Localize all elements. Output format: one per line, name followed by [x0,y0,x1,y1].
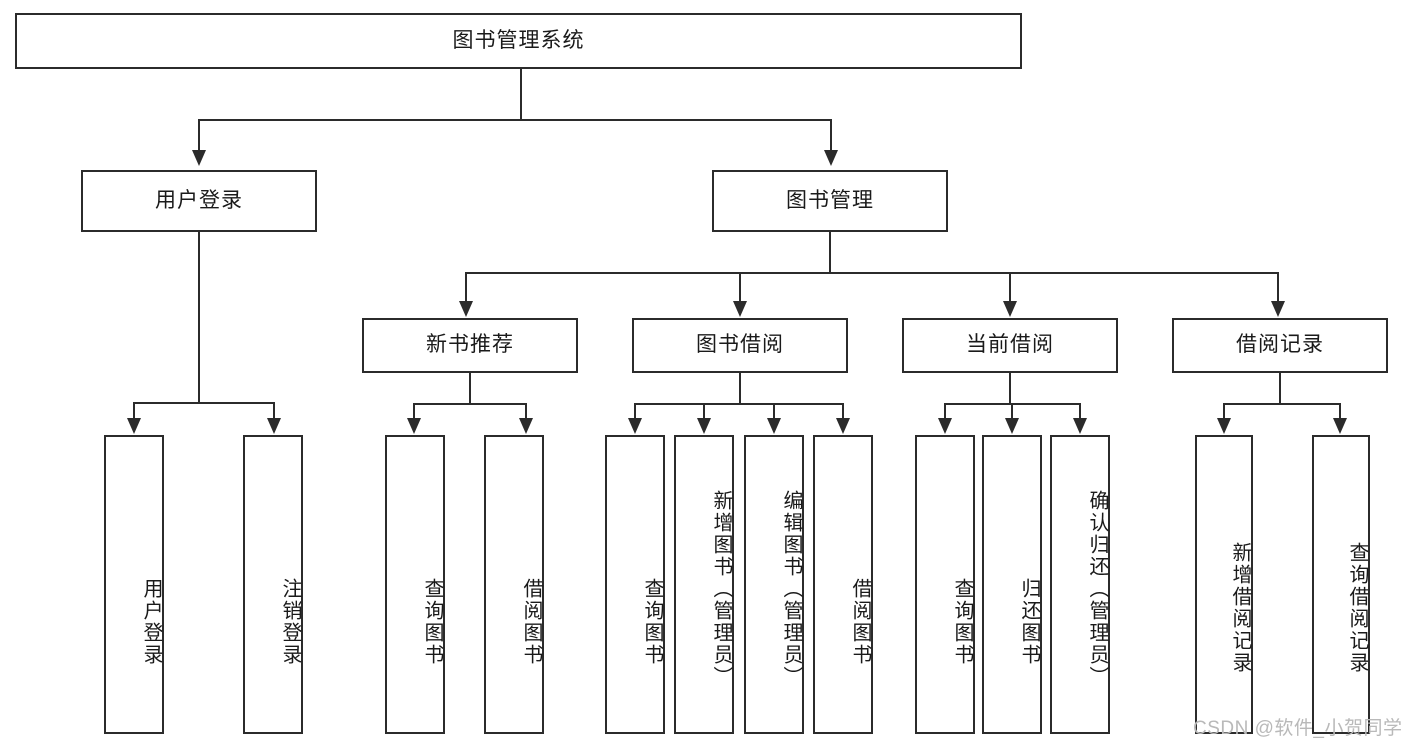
arrowhead-user-login-to-leaf-2 [267,418,281,434]
edge-bm-to-current-borrow [1009,272,1011,304]
edge-root-to-user-login [198,119,200,152]
edge-root-bus [198,119,832,121]
edge-new-book-bus [413,403,527,405]
edge-new-book-to-leaf-1 [413,403,415,420]
leaf-book-borrow-borrow-books[interactable]: 借阅图书 [813,435,873,734]
leaf-book-borrow-add-book-admin[interactable]: 新增图书（管理员） [674,435,734,734]
node-root-book-management-system[interactable]: 图书管理系统 [15,13,1022,69]
node-label: 借阅图书 [849,577,871,666]
leaf-user-login-login[interactable]: 用户登录 [104,435,164,734]
edge-current-borrow-to-leaf-3 [1079,403,1081,420]
edge-borrow-record-to-leaf-2 [1339,403,1341,420]
arrowhead-book-borrow-to-leaf-2 [697,418,711,434]
arrowhead-borrow-record-to-leaf-2 [1333,418,1347,434]
node-label: 注销登录 [279,577,301,666]
edge-borrow-record-stem [1279,373,1281,404]
edge-user-login-to-leaf-2 [273,402,275,420]
edge-book-management-stem [829,232,831,273]
edge-book-borrow-stem [739,373,741,404]
node-label: 图书借阅 [696,333,784,357]
node-label: 新增借阅记录 [1229,541,1251,674]
edge-bm-to-new-book [465,272,467,304]
node-label: 归还图书 [1018,577,1040,666]
edge-book-management-bus [465,272,1277,274]
node-user-login[interactable]: 用户登录 [81,170,317,232]
edge-user-login-bus [133,402,275,404]
leaf-new-book-query-books[interactable]: 查询图书 [385,435,445,734]
arrowhead-borrow-record-to-leaf-1 [1217,418,1231,434]
leaf-current-borrow-query-books[interactable]: 查询图书 [915,435,975,734]
arrowhead-root-to-user-login [192,150,206,166]
node-book-management[interactable]: 图书管理 [712,170,948,232]
arrowhead-book-borrow-to-leaf-4 [836,418,850,434]
edge-current-borrow-stem [1009,373,1011,404]
edge-book-borrow-to-leaf-2 [703,403,705,420]
node-label: 查询借阅记录 [1346,541,1368,674]
edge-root-stem [520,69,522,120]
leaf-borrow-record-query-record[interactable]: 查询借阅记录 [1312,435,1370,734]
node-label: 图书管理 [786,188,874,212]
edge-bm-to-borrow-record [1277,272,1279,304]
node-borrow-record[interactable]: 借阅记录 [1172,318,1388,373]
leaf-current-borrow-confirm-return-admin[interactable]: 确认归还（管理员） [1050,435,1110,734]
node-label: 查询图书 [641,577,663,666]
edge-current-borrow-to-leaf-2 [1011,403,1013,420]
leaf-book-borrow-query-books[interactable]: 查询图书 [605,435,665,734]
leaf-user-login-logout[interactable]: 注销登录 [243,435,303,734]
leaf-current-borrow-return-books[interactable]: 归还图书 [982,435,1042,734]
edge-new-book-to-leaf-2 [525,403,527,420]
edge-borrow-record-bus [1223,403,1341,405]
node-label: 确认归还（管理员） [1086,489,1108,688]
edge-user-login-to-leaf-1 [133,402,135,420]
node-current-borrow[interactable]: 当前借阅 [902,318,1118,373]
arrowhead-bm-to-book-borrow [733,301,747,317]
arrowhead-book-borrow-to-leaf-1 [628,418,642,434]
edge-book-borrow-bus [634,403,844,405]
node-label: 图书管理系统 [452,28,585,52]
node-label: 编辑图书（管理员） [780,489,802,688]
edge-book-borrow-to-leaf-4 [842,403,844,420]
node-label: 查询图书 [421,577,443,666]
node-label: 用户登录 [155,188,243,212]
node-label: 当前借阅 [966,333,1054,357]
edge-bm-to-book-borrow [739,272,741,304]
node-book-borrow[interactable]: 图书借阅 [632,318,848,373]
node-label: 借阅记录 [1236,333,1324,357]
edge-user-login-stem [198,232,200,403]
arrowhead-current-borrow-to-leaf-2 [1005,418,1019,434]
arrowhead-current-borrow-to-leaf-1 [938,418,952,434]
node-new-book-recommend[interactable]: 新书推荐 [362,318,578,373]
edge-book-borrow-to-leaf-1 [634,403,636,420]
node-label: 新增图书（管理员） [710,489,732,688]
edge-current-borrow-to-leaf-1 [944,403,946,420]
arrowhead-new-book-to-leaf-1 [407,418,421,434]
arrowhead-bm-to-current-borrow [1003,301,1017,317]
arrowhead-user-login-to-leaf-1 [127,418,141,434]
node-label: 查询图书 [951,577,973,666]
node-label: 借阅图书 [520,577,542,666]
leaf-new-book-borrow-books[interactable]: 借阅图书 [484,435,544,734]
arrowhead-new-book-to-leaf-2 [519,418,533,434]
edge-book-borrow-to-leaf-3 [773,403,775,420]
arrowhead-root-to-book-management [824,150,838,166]
edge-borrow-record-to-leaf-1 [1223,403,1225,420]
node-label: 新书推荐 [426,333,514,357]
node-label: 用户登录 [140,577,162,666]
arrowhead-bm-to-borrow-record [1271,301,1285,317]
edge-new-book-stem [469,373,471,404]
leaf-borrow-record-add-record[interactable]: 新增借阅记录 [1195,435,1253,734]
leaf-book-borrow-edit-book-admin[interactable]: 编辑图书（管理员） [744,435,804,734]
edge-root-to-book-management [830,119,832,152]
arrowhead-book-borrow-to-leaf-3 [767,418,781,434]
arrowhead-current-borrow-to-leaf-3 [1073,418,1087,434]
arrowhead-bm-to-new-book [459,301,473,317]
